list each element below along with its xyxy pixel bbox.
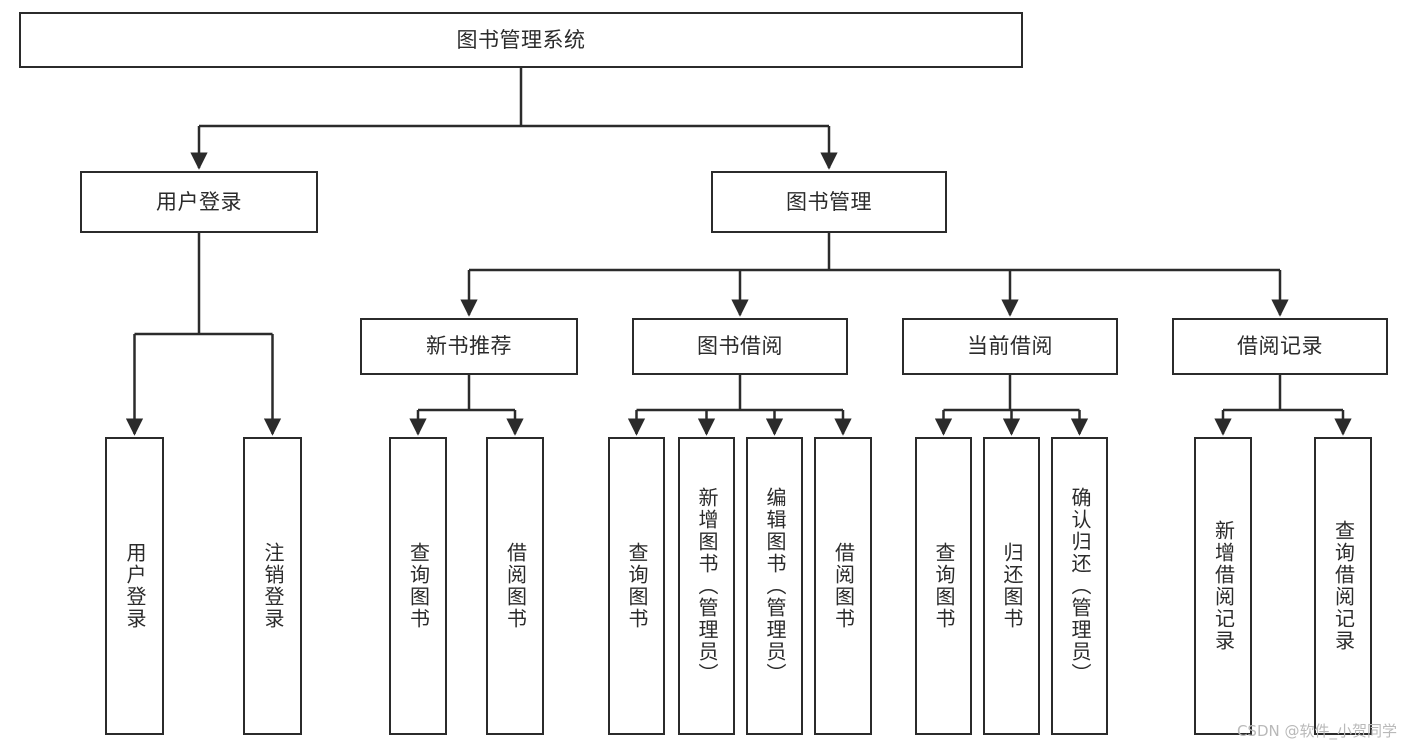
node-current-borrow[interactable]: 当前借阅 xyxy=(902,318,1118,375)
node-leaf-query-book-cb[interactable]: 查询图书 xyxy=(915,437,972,735)
node-leaf-query-book-cb-label: 查询图书 xyxy=(932,542,956,630)
node-new-book-rec-label: 新书推荐 xyxy=(426,334,512,359)
node-leaf-query-book-rec-label: 查询图书 xyxy=(406,542,431,630)
node-new-book-rec[interactable]: 新书推荐 xyxy=(360,318,578,375)
node-user-login-label: 用户登录 xyxy=(156,189,242,214)
node-borrow-record[interactable]: 借阅记录 xyxy=(1172,318,1388,375)
node-root-label: 图书管理系统 xyxy=(456,27,586,52)
node-leaf-user-login-label: 用户登录 xyxy=(123,542,147,630)
node-leaf-add-book-label: 新增图书（管理员） xyxy=(695,487,719,685)
node-leaf-borrow-book-rec-label: 借阅图书 xyxy=(503,542,528,630)
node-user-login[interactable]: 用户登录 xyxy=(80,171,318,233)
node-leaf-user-login[interactable]: 用户登录 xyxy=(105,437,164,735)
csdn-watermark: CSDN @软件_小贺同学 xyxy=(1236,722,1397,740)
node-leaf-add-book[interactable]: 新增图书（管理员） xyxy=(678,437,735,735)
node-leaf-confirm-return-label: 确认归还（管理员） xyxy=(1068,487,1092,685)
node-leaf-add-record[interactable]: 新增借阅记录 xyxy=(1194,437,1252,735)
node-leaf-borrow-book-bb-label: 借阅图书 xyxy=(831,542,856,630)
node-book-manage-label: 图书管理 xyxy=(786,189,872,214)
node-leaf-edit-book[interactable]: 编辑图书（管理员） xyxy=(746,437,803,735)
node-leaf-logout[interactable]: 注销登录 xyxy=(243,437,302,735)
node-leaf-borrow-book-rec[interactable]: 借阅图书 xyxy=(486,437,544,735)
node-leaf-query-book-rec[interactable]: 查询图书 xyxy=(389,437,447,735)
node-leaf-borrow-book-bb[interactable]: 借阅图书 xyxy=(814,437,872,735)
node-leaf-confirm-return[interactable]: 确认归还（管理员） xyxy=(1051,437,1108,735)
node-leaf-logout-label: 注销登录 xyxy=(261,542,285,630)
node-leaf-query-record-label: 查询借阅记录 xyxy=(1331,520,1356,652)
node-leaf-edit-book-label: 编辑图书（管理员） xyxy=(763,487,787,685)
node-leaf-query-book-bb[interactable]: 查询图书 xyxy=(608,437,665,735)
node-leaf-return-book-label: 归还图书 xyxy=(1000,542,1024,630)
node-leaf-add-record-label: 新增借阅记录 xyxy=(1211,520,1236,652)
node-leaf-return-book[interactable]: 归还图书 xyxy=(983,437,1040,735)
node-root[interactable]: 图书管理系统 xyxy=(19,12,1023,68)
node-leaf-query-book-bb-label: 查询图书 xyxy=(625,542,649,630)
node-book-borrow[interactable]: 图书借阅 xyxy=(632,318,848,375)
node-book-borrow-label: 图书借阅 xyxy=(697,334,783,359)
node-book-manage[interactable]: 图书管理 xyxy=(711,171,947,233)
node-borrow-record-label: 借阅记录 xyxy=(1237,334,1323,359)
node-current-borrow-label: 当前借阅 xyxy=(967,334,1053,359)
node-leaf-query-record[interactable]: 查询借阅记录 xyxy=(1314,437,1372,735)
